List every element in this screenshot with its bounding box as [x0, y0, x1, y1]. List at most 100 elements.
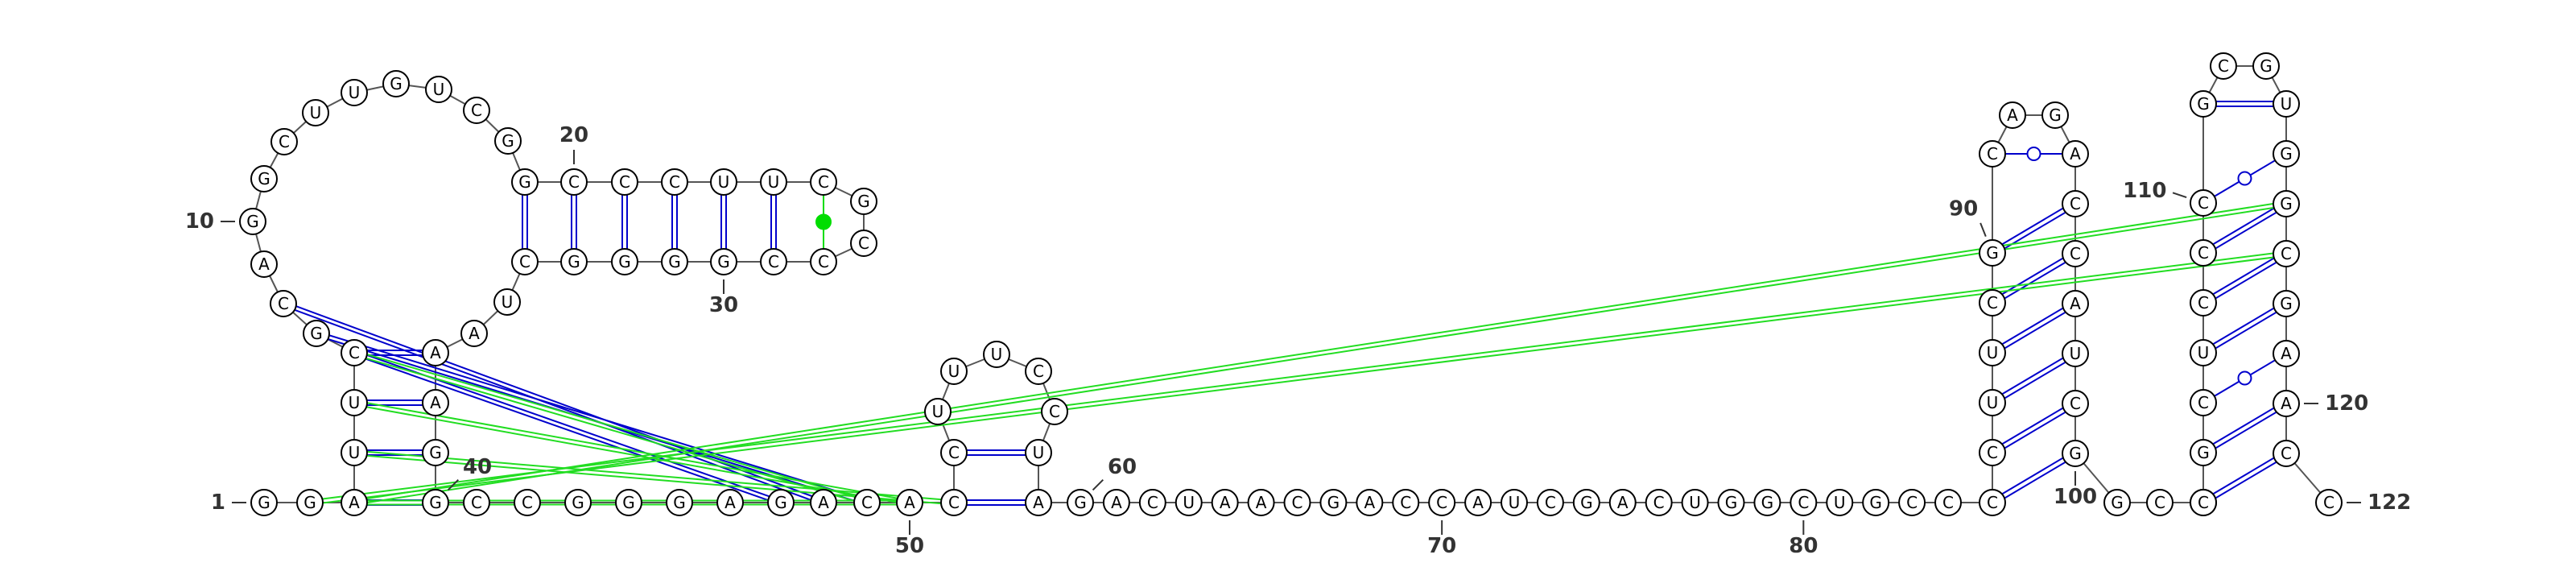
base-pair-canonical	[1993, 304, 2078, 356]
svg-text:G: G	[390, 74, 402, 93]
svg-text:C: C	[619, 172, 630, 192]
nucleotide: G	[250, 489, 278, 516]
svg-text:C: C	[948, 493, 960, 512]
nucleotide: U	[760, 168, 787, 196]
base-pair-canonical	[2201, 201, 2285, 252]
svg-text:G: G	[618, 252, 631, 271]
nucleotide: C	[1283, 489, 1311, 516]
svg-text:C: C	[349, 343, 360, 362]
nucleotide: C	[1428, 489, 1456, 516]
svg-text:U: U	[349, 393, 361, 412]
svg-text:C: C	[2281, 244, 2292, 263]
svg-text:U: U	[932, 402, 944, 421]
position-number: 40	[463, 455, 492, 479]
svg-text:U: U	[502, 292, 514, 312]
nucleotide: A	[460, 320, 488, 347]
nucleotide: C	[2146, 489, 2174, 516]
nucleotide: C	[1898, 489, 1926, 516]
svg-text:G: G	[518, 172, 531, 192]
pseudoknot-pair	[310, 255, 2287, 506]
svg-text:U: U	[310, 103, 322, 122]
nucleotide: U	[1826, 489, 1854, 516]
svg-text:U: U	[349, 83, 361, 102]
svg-text:A: A	[2070, 294, 2081, 313]
nucleotide: U	[2062, 340, 2089, 367]
svg-text:C: C	[568, 172, 580, 192]
nucleotide: U	[341, 79, 368, 106]
svg-text:C: C	[471, 101, 482, 120]
position-number: 120	[2325, 391, 2368, 416]
svg-text:G: G	[717, 252, 730, 271]
nucleotide: A	[422, 339, 449, 366]
svg-text:C: C	[1987, 493, 1998, 512]
nucleotide: G	[710, 248, 737, 275]
base-pair-canonical	[2204, 205, 2289, 256]
svg-text:U: U	[1987, 393, 1999, 412]
position-number: 122	[2368, 490, 2411, 515]
nucleotide: G	[2103, 489, 2131, 516]
position-number: 70	[1427, 534, 1456, 558]
pseudoknot-pair	[354, 399, 910, 502]
nucleotide: G	[296, 489, 324, 516]
nucleotide: C	[2190, 239, 2217, 267]
nucleotide: A	[1464, 489, 1492, 516]
nucleotide: C	[1790, 489, 1818, 516]
nucleotide: C	[270, 290, 297, 317]
svg-text:G: G	[246, 212, 259, 231]
svg-text:C: C	[2198, 293, 2209, 312]
position-number: 10	[185, 209, 214, 234]
nucleotide: U	[302, 99, 329, 126]
base-pair-canonical	[2204, 404, 2289, 456]
pseudoknot-pair	[353, 201, 2286, 502]
nucleotide: G	[564, 489, 592, 516]
svg-text:U: U	[1689, 493, 1701, 512]
svg-text:U: U	[718, 172, 730, 192]
nucleotide: C	[2273, 440, 2300, 467]
nucleotide: A	[2273, 340, 2300, 367]
svg-text:C: C	[1942, 493, 1954, 512]
nucleotide: U	[924, 398, 952, 425]
svg-text:A: A	[1617, 493, 1629, 512]
nucleotide: C	[1645, 489, 1673, 516]
svg-text:A: A	[904, 493, 915, 512]
svg-text:A: A	[1111, 493, 1122, 512]
nucleotide: C	[2315, 489, 2343, 516]
nucleotide: G	[2273, 290, 2300, 317]
nucleotide: C	[1025, 358, 1052, 385]
svg-text:C: C	[278, 294, 289, 313]
nucleotide: C	[1979, 439, 2006, 466]
pseudoknot-pair	[283, 300, 825, 502]
pseudoknot-pair	[354, 205, 2287, 506]
svg-text:G: G	[668, 252, 681, 271]
base-pair-canonical	[2204, 304, 2289, 356]
base-pair-canonical	[1990, 450, 2074, 502]
nucleotide: G	[2062, 440, 2089, 467]
svg-text:U: U	[1183, 493, 1195, 512]
pseudoknot-pair	[354, 449, 955, 502]
svg-text:C: C	[669, 172, 680, 192]
nucleotide: C	[1536, 489, 1564, 516]
pair-marker	[2237, 370, 2252, 386]
svg-text:A: A	[724, 493, 736, 512]
svg-text:C: C	[2198, 493, 2209, 512]
nucleotide: U	[983, 341, 1010, 368]
svg-text:C: C	[818, 252, 829, 271]
nucleotide: U	[710, 168, 737, 196]
nucleotide: G	[2252, 52, 2280, 80]
nucleotide: G	[422, 439, 449, 466]
svg-text:G: G	[2069, 444, 2082, 463]
svg-text:U: U	[1987, 343, 1999, 362]
base-pair-canonical	[2204, 255, 2289, 306]
nucleotide: U	[341, 389, 368, 416]
svg-text:C: C	[1987, 144, 1998, 163]
pair-marker	[2237, 171, 2252, 186]
nucleotide: A	[341, 489, 368, 516]
svg-text:G: G	[429, 493, 442, 512]
nucleotide: C	[341, 339, 368, 366]
nucleotide: G	[2190, 90, 2217, 118]
nucleotide: C	[463, 489, 490, 516]
nucleotide: G	[850, 188, 877, 215]
svg-text:C: C	[2198, 193, 2209, 213]
nucleotide: C	[2273, 240, 2300, 267]
nucleotide: G	[615, 489, 642, 516]
